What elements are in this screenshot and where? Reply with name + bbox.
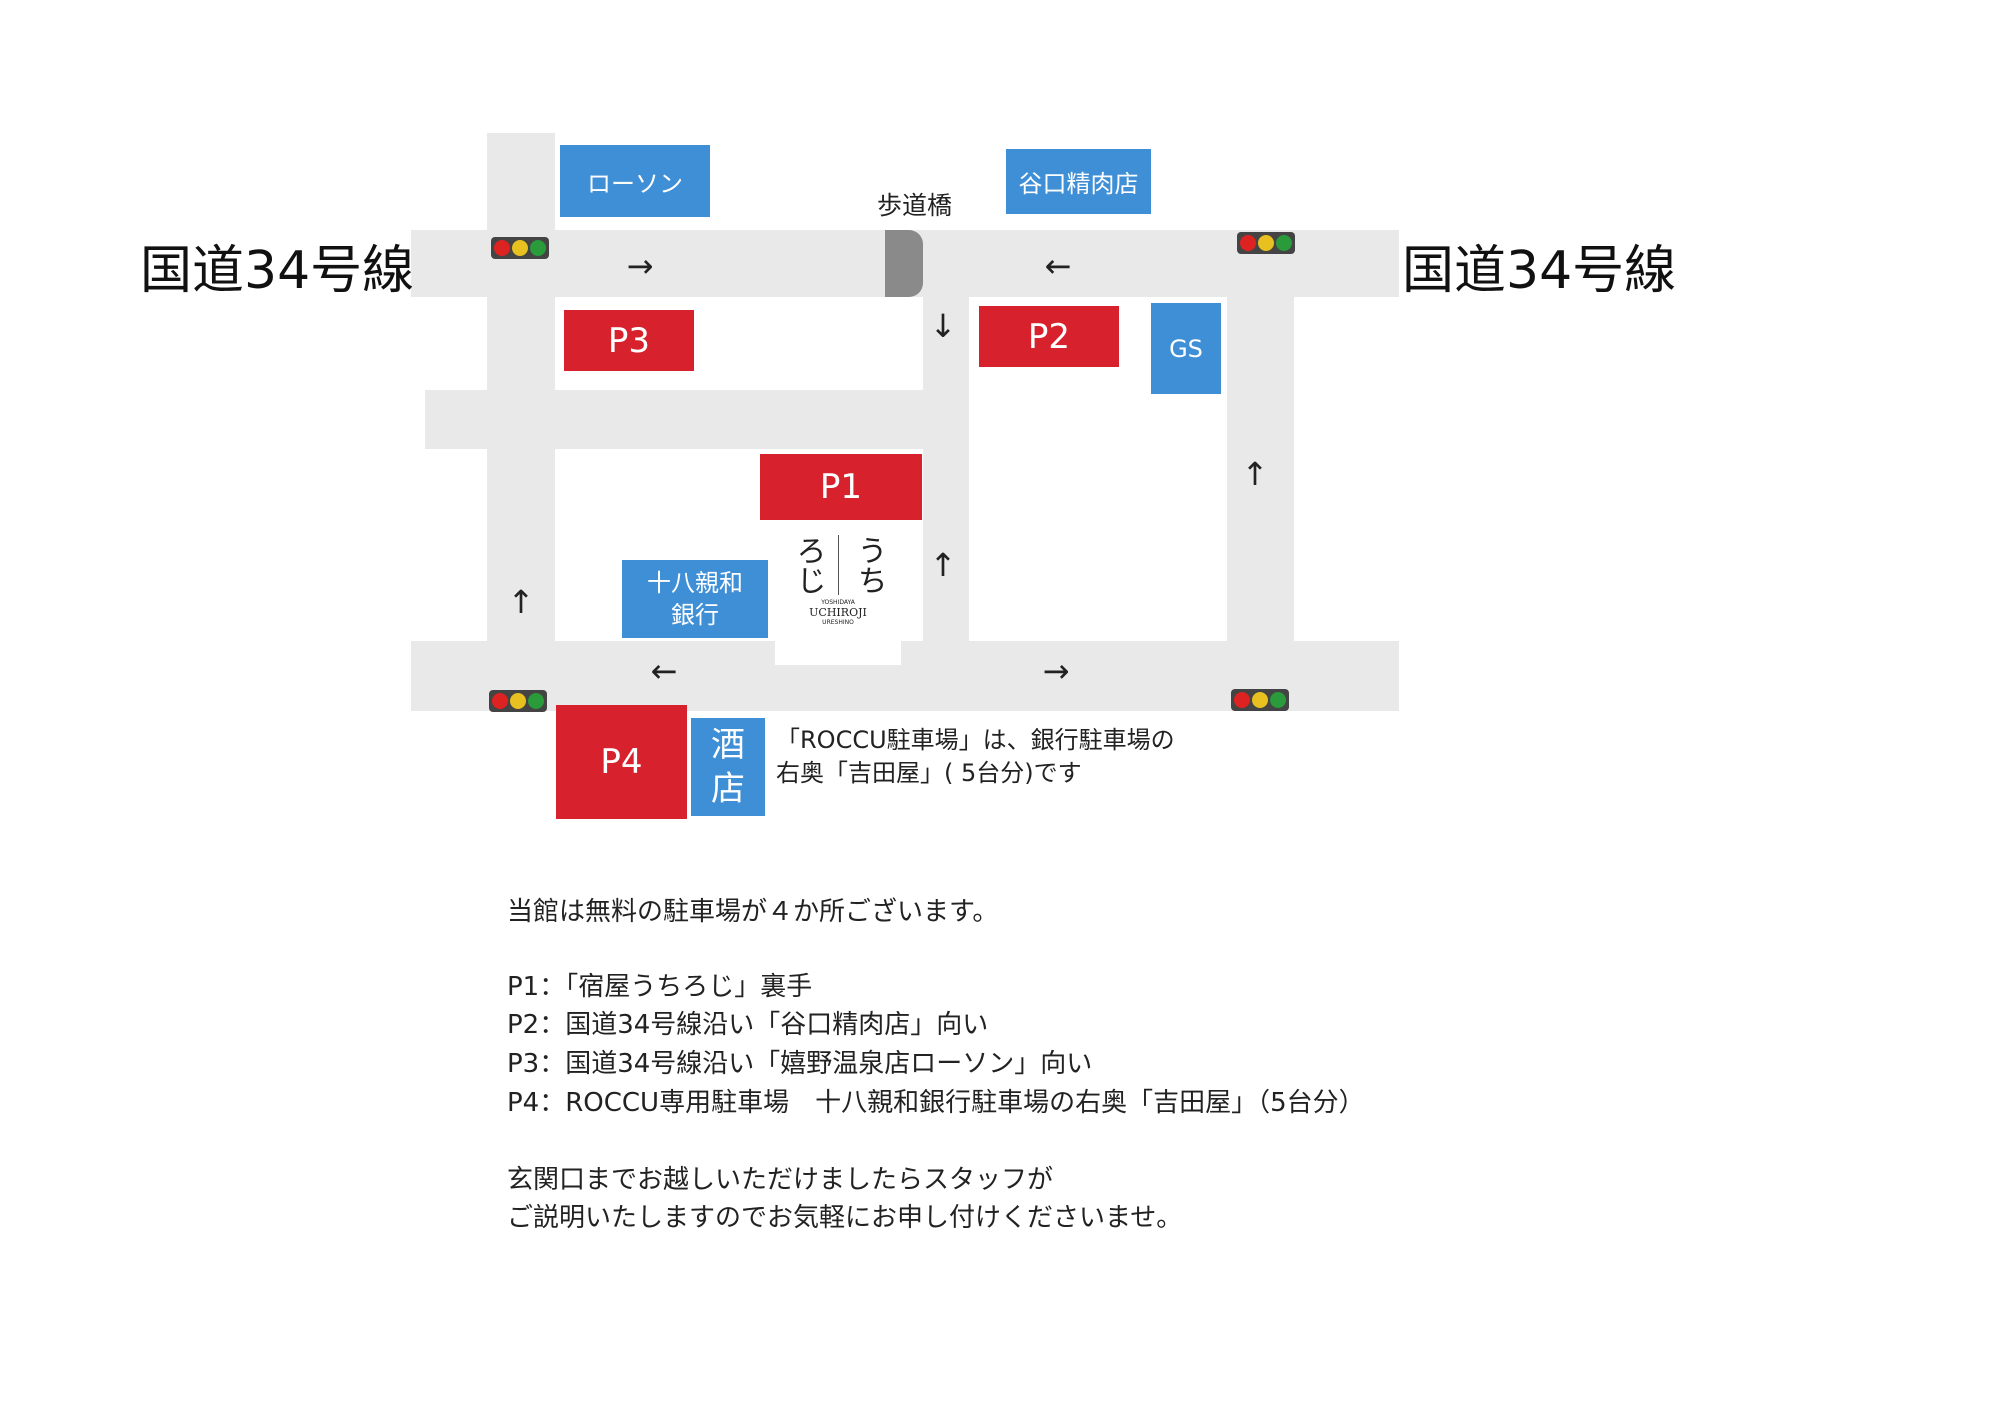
parking-p3: P3: [564, 310, 694, 371]
traffic-light-icon: [491, 237, 549, 259]
road-name-right: 国道34号線: [1402, 241, 1677, 301]
logo-sub3: URESHINO: [822, 619, 854, 626]
right-vertical-road: [1227, 297, 1294, 641]
liquor-label-line2: 店: [711, 769, 745, 809]
arrow-right-icon: →: [1042, 652, 1070, 690]
arrow-left-icon: ←: [1044, 247, 1072, 285]
roccu-note-line1: 「ROCCU駐車場」は、銀行駐車場の: [776, 726, 1175, 754]
p2-description: P2：国道34号線沿い「谷口精肉店」向い: [507, 1010, 989, 1040]
middle-horizontal-road: [425, 390, 926, 449]
lawson-landmark: ローソン: [560, 145, 710, 217]
parking-p4: P4: [556, 705, 687, 819]
arrow-down-icon: ↓: [929, 307, 957, 345]
roccu-note: 「ROCCU駐車場」は、銀行駐車場の 右奥「吉田屋」( 5台分)です: [776, 724, 1175, 790]
traffic-light-icon: [1231, 689, 1289, 711]
liquor-store-landmark: 酒 店: [691, 718, 765, 816]
traffic-light-icon: [1237, 232, 1295, 254]
arrow-up-icon: ↑: [929, 546, 957, 584]
p3-description: P3：国道34号線沿い「嬉野温泉店ローソン」向い: [507, 1049, 1093, 1079]
middle-vertical-road: [923, 297, 969, 641]
gas-station-landmark: GS: [1151, 303, 1221, 394]
uchiroji-logo: ろじ うち YOSHIDAYA UCHIROJI URESHINO: [775, 525, 901, 665]
arrow-right-icon: →: [626, 247, 654, 285]
footbridge-label: 歩道橋: [877, 191, 953, 220]
footbridge: [885, 230, 923, 297]
traffic-light-icon: [489, 690, 547, 712]
road-name-left: 国道34号線: [140, 241, 415, 301]
arrow-up-icon: ↑: [507, 583, 535, 621]
parking-p1: P1: [760, 454, 922, 520]
logo-kana-left: ろじ: [790, 535, 826, 595]
arrow-left-icon: ←: [650, 652, 678, 690]
intro-text: 当館は無料の駐車場が４か所ございます。: [507, 897, 999, 927]
taniguchi-butcher-landmark: 谷口精肉店: [1006, 149, 1151, 214]
arrow-up-icon: ↑: [1241, 455, 1269, 493]
closing-line2: ご説明いたしますのでお気軽にお申し付けくださいませ。: [507, 1203, 1183, 1233]
p4-description: P4：ROCCU専用駐車場 十八親和銀行駐車場の右奥「吉田屋」（5台分）: [507, 1088, 1365, 1118]
bank-label-line1: 十八親和: [647, 569, 743, 597]
parking-p2: P2: [979, 306, 1119, 367]
logo-sub2: UCHIROJI: [809, 606, 867, 619]
logo-sub1: YOSHIDAYA: [821, 599, 855, 606]
p1-description: P1：「宿屋うちろじ」裏手: [507, 972, 813, 1002]
logo-kana-right: うち: [851, 535, 887, 595]
closing-line1: 玄関口までお越しいただけましたらスタッフが: [507, 1165, 1054, 1195]
roccu-note-line2: 右奥「吉田屋」( 5台分)です: [776, 759, 1082, 787]
bank-landmark: 十八親和 銀行: [622, 560, 768, 638]
liquor-label-line1: 酒: [711, 725, 745, 765]
bank-label-line2: 銀行: [671, 601, 719, 629]
